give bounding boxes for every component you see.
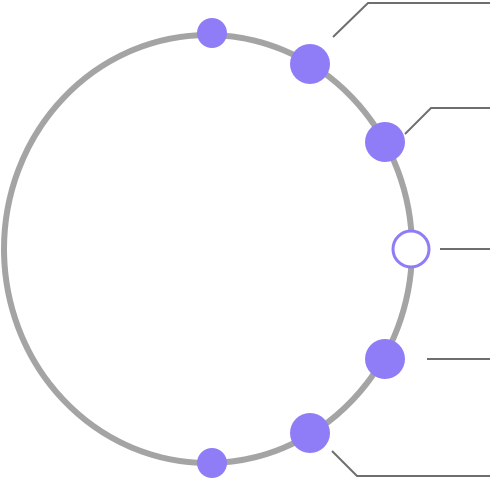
connector-line [404, 107, 490, 135]
connector-line [331, 450, 490, 477]
ring-node-small [197, 18, 227, 48]
connector-line [332, 1, 490, 38]
ring-outline [1, 32, 415, 466]
ring-node-hollow [391, 229, 431, 269]
ring-node-small [197, 448, 227, 478]
ring-node [290, 413, 330, 453]
ring-node [290, 44, 330, 84]
ring-node [365, 122, 405, 162]
ring-node [365, 339, 405, 379]
